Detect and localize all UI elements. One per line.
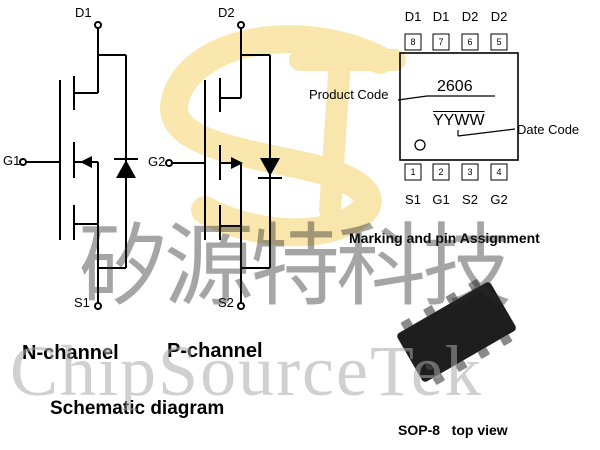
n-drain-label: D1 (75, 5, 92, 20)
product-code-value: 2606 (437, 78, 473, 95)
p-channel-caption: P-channel (167, 340, 263, 362)
pin4-label: G2 (490, 192, 508, 207)
pin8-number: 8 (410, 37, 416, 47)
pin2-number: 2 (438, 167, 444, 177)
watermark-chinese: 矽源特科技 (78, 214, 512, 319)
pin8-label: D1 (404, 9, 422, 24)
pin4-number: 4 (496, 167, 502, 177)
pin7-number: 7 (438, 37, 444, 47)
product-code-label: Product Code (309, 87, 389, 102)
n-source-label: S1 (74, 295, 90, 310)
pin1-number: 1 (410, 167, 416, 177)
n-channel-caption: N-channel (22, 342, 119, 364)
chip-caption: SOP-8 top view (398, 422, 508, 438)
schematic-caption: Schematic diagram (50, 398, 225, 419)
pin3-number: 3 (467, 167, 473, 177)
pin6-label: D2 (461, 9, 479, 24)
marking-caption: Marking and pin Assignment (349, 230, 540, 246)
pin5-label: D2 (490, 9, 508, 24)
pin6-number: 6 (467, 37, 473, 47)
date-code-label: Date Code (517, 122, 580, 137)
pin7-label: D1 (432, 9, 450, 24)
p-drain-label: D2 (218, 5, 235, 20)
watermark-english: ChipSourceTek (10, 331, 483, 411)
date-code-value: YYWW (433, 112, 485, 129)
pin1-label: S1 (405, 192, 421, 207)
pin2-label: G1 (432, 192, 450, 207)
n-gate-label: G1 (3, 153, 21, 168)
pin5-number: 5 (496, 37, 502, 47)
p-source-label: S2 (218, 295, 234, 310)
p-gate-label: G2 (148, 154, 166, 169)
pin3-label: S2 (462, 192, 478, 207)
